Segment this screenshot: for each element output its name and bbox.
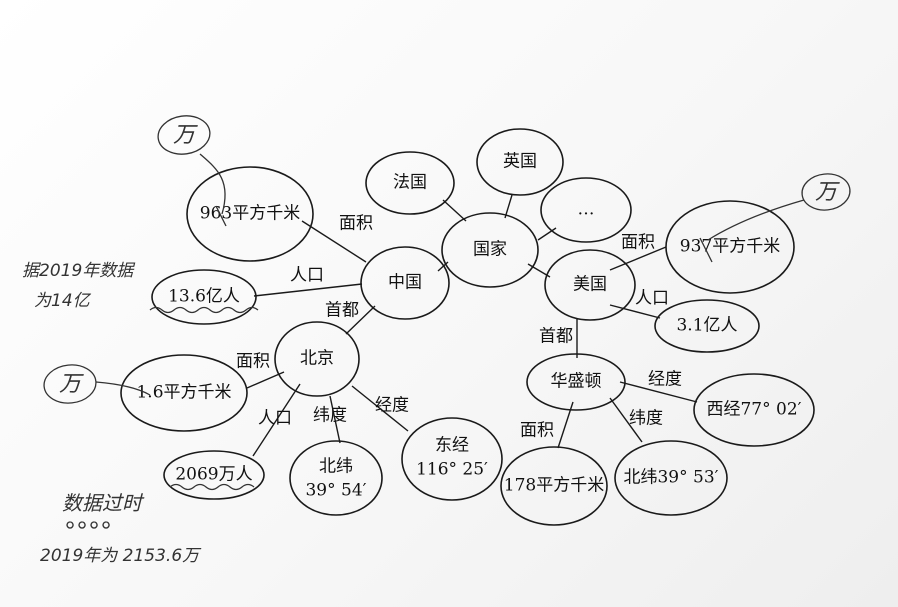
- node-beijing-label: 北京: [300, 349, 334, 369]
- wan-pointer-us: [707, 199, 805, 241]
- edge-china-pop-label: 人口: [290, 266, 324, 286]
- edge-us-area-label: 面积: [621, 233, 655, 253]
- handwritten-annotations: 万 万 万 据2019年数据 为14亿 数据过时 2019年为 2153.6万: [22, 115, 851, 566]
- edge-dc-lat-label: 纬度: [629, 409, 663, 429]
- node-bj-lat-label-2: 39° 54′: [305, 481, 366, 501]
- node-china-area-label: 963平方千米: [200, 204, 300, 224]
- edge-bj-lon-label: 经度: [375, 396, 409, 416]
- node-bj-area-label: 1.6平方千米: [136, 383, 231, 403]
- node-us-pop-label: 3.1亿人: [676, 316, 737, 336]
- node-china-pop-label: 13.6亿人: [168, 287, 240, 307]
- node-us-area-ellipse: [665, 200, 795, 294]
- wan-note-bj: 万: [59, 372, 84, 397]
- edge-line-usa-pop: [609, 304, 661, 319]
- edge-line-washington-lat: [609, 397, 643, 443]
- edge-bj-lat-label: 纬度: [313, 406, 347, 426]
- edge-line-usa-area: [609, 246, 667, 271]
- edge-line-beijing-lat: [329, 395, 341, 444]
- node-beijing-ellipse: [274, 321, 360, 397]
- node-us-pop-ellipse: [654, 299, 760, 353]
- edge-us-pop-label: 人口: [635, 289, 669, 309]
- node-ellipses: [120, 128, 815, 526]
- note-bj-dots: [66, 521, 110, 529]
- node-china-label: 中国: [388, 273, 422, 293]
- edge-china-area-label: 面积: [339, 214, 373, 234]
- node-bj-pop-ellipse: [163, 450, 265, 500]
- wan-pointer-bj: [95, 381, 151, 396]
- note-china-pop-line-1: 据2019年数据: [22, 261, 136, 281]
- edge-line-beijing-area: [246, 371, 285, 389]
- strike-us-area: [699, 237, 713, 263]
- node-bj-lat-label-1: 北纬: [319, 457, 353, 477]
- node-labels: 国家 中国 法国 英国 … 美国 北京 华盛顿 963平方千米 13.6亿人 9…: [136, 152, 801, 501]
- edge-labels: 面积 人口 首都 面积 人口 首都 面积 人口 纬度 经度 经度 纬度 面积: [236, 214, 682, 441]
- node-china-pop-ellipse: [151, 269, 257, 325]
- wan-circle-bj: [43, 364, 97, 404]
- edge-bj-pop-label: 人口: [258, 409, 292, 429]
- edge-lines: [246, 194, 698, 457]
- node-bj-pop-label: 2069万人: [175, 465, 252, 485]
- node-ellipsis-label: …: [578, 200, 595, 220]
- edge-line-china-country: [437, 261, 449, 272]
- edge-line-country-uk: [504, 194, 513, 219]
- node-china-area-ellipse: [186, 166, 314, 262]
- strike-china-area: [215, 205, 227, 227]
- edge-line-beijing-lon: [351, 385, 409, 432]
- edge-dc-area-label: 面积: [520, 421, 554, 441]
- node-dc-lon-ellipse: [693, 373, 815, 447]
- edge-line-china-area: [301, 220, 367, 263]
- node-uk-label: 英国: [503, 152, 537, 172]
- node-ellipsis-ellipse: [540, 177, 632, 243]
- note-china-pop-line-2: 为14亿: [34, 291, 92, 311]
- note-bj-line-2: 2019年为 2153.6万: [40, 546, 202, 566]
- wan-pointer-china: [199, 153, 226, 215]
- edge-line-country-ellipsis: [537, 227, 557, 241]
- wavy-underline-bj-pop: [169, 483, 255, 491]
- edge-us-capital-label: 首都: [539, 327, 573, 347]
- node-bj-lon-label-1: 东经: [435, 436, 469, 456]
- edge-line-china-beijing: [345, 305, 376, 335]
- node-us-area-label: 937平方千米: [680, 237, 780, 257]
- node-bj-lon-label-2: 116° 25′: [416, 460, 488, 480]
- node-washington-label: 华盛顿: [551, 372, 602, 392]
- node-bj-lon-ellipse: [401, 417, 503, 501]
- wavy-underline-china-pop: [149, 306, 259, 314]
- node-dc-lat-ellipse: [614, 440, 728, 516]
- node-france-label: 法国: [393, 173, 427, 193]
- node-bj-area-ellipse: [120, 354, 248, 432]
- node-washington-ellipse: [526, 353, 626, 411]
- wan-circle-china: [157, 115, 211, 155]
- edge-line-washington-lon: [619, 381, 698, 403]
- wan-circle-us: [801, 173, 851, 211]
- node-bj-lat-ellipse: [289, 440, 383, 516]
- node-china-ellipse: [360, 246, 450, 320]
- node-uk-ellipse: [476, 128, 564, 196]
- node-dc-area-label: 178平方千米: [504, 476, 604, 496]
- node-dc-area-ellipse: [500, 446, 608, 526]
- note-bj-line-1: 数据过时: [62, 491, 145, 515]
- node-country-label: 国家: [473, 240, 507, 260]
- node-dc-lon-label: 西经77° 02′: [706, 400, 801, 420]
- node-usa-ellipse: [544, 249, 636, 321]
- node-dc-lat-label: 北纬39° 53′: [623, 468, 718, 488]
- edge-line-country-france: [442, 199, 467, 222]
- edge-china-capital-label: 首都: [325, 301, 359, 321]
- edge-line-beijing-pop: [252, 383, 301, 457]
- wan-note-us: 万: [815, 180, 840, 205]
- edge-dc-lon-label: 经度: [648, 370, 682, 390]
- edge-bj-area-label: 面积: [236, 352, 270, 372]
- wan-note-china: 万: [173, 123, 198, 148]
- node-country-ellipse: [441, 212, 539, 288]
- edge-line-china-pop: [253, 283, 363, 297]
- node-france-ellipse: [365, 151, 455, 215]
- node-usa-label: 美国: [573, 275, 607, 295]
